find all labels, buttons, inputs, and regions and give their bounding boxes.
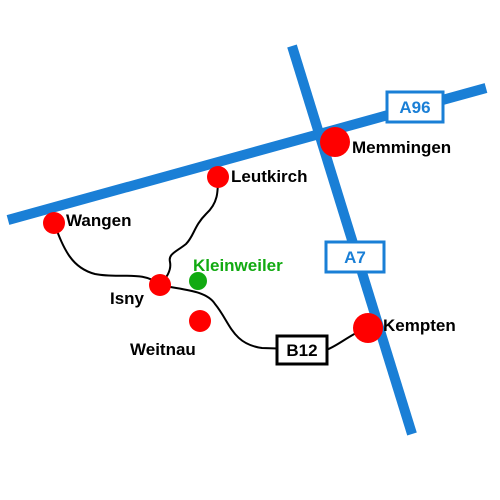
motorway-a7-line: [287, 44, 417, 436]
city-dot-leutkirch: [207, 166, 229, 188]
road-wangen-isny: [53, 222, 161, 286]
city-label-leutkirch: Leutkirch: [231, 167, 308, 186]
road-leutkirch-isny: [159, 176, 219, 286]
road-b12: [159, 284, 369, 352]
shield-a96: A96: [385, 90, 445, 124]
village-dot-kleinweiler: [189, 272, 207, 290]
city-dot-memmingen: [320, 127, 350, 157]
shield-b12: B12: [275, 334, 329, 366]
village-label-kleinweiler: Kleinweiler: [193, 256, 283, 275]
shield-a96-label: A96: [399, 98, 430, 117]
city-label-isny: Isny: [110, 289, 145, 308]
city-label-memmingen: Memmingen: [352, 138, 451, 157]
shield-a7: A7: [324, 240, 386, 274]
city-dot-weitnau: [189, 310, 211, 332]
shield-a7-label: A7: [344, 248, 366, 267]
city-dot-wangen: [43, 212, 65, 234]
city-label-weitnau: Weitnau: [130, 340, 196, 359]
city-dot-isny: [149, 274, 171, 296]
city-dot-kempten: [353, 313, 383, 343]
city-label-kempten: Kempten: [383, 316, 456, 335]
shield-b12-label: B12: [286, 341, 317, 360]
city-label-wangen: Wangen: [66, 211, 131, 230]
